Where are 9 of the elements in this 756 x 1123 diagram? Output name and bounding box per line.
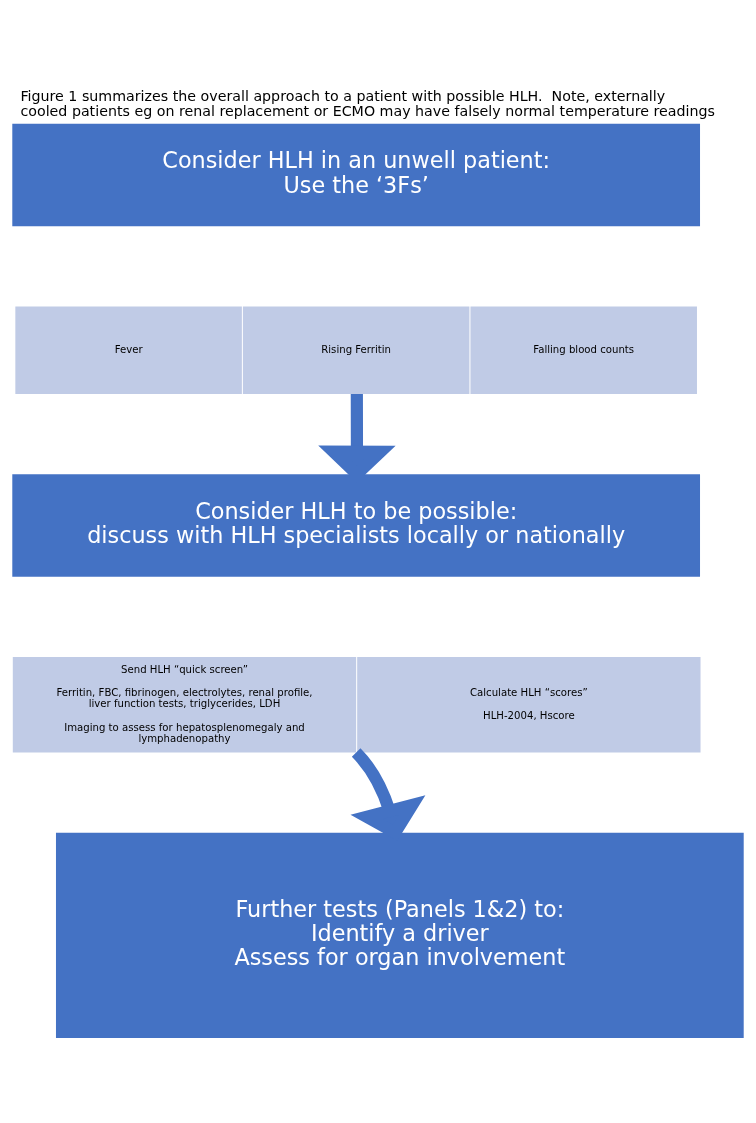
caption: Figure 1 summarizes the overall approach to a patient with possible HLH. Note, externally cooled patients eg on renal replacement or ECMO may have falsely normal temperature readings xyxy=(20,87,715,119)
node-box: Consider HLH in an unwell patient: Use the ‘3Fs’ xyxy=(12,123,701,227)
node-box: Falling blood counts xyxy=(470,306,697,394)
node-box: Calculate HLH “scores” HLH-2004, Hscore xyxy=(357,657,701,753)
node-box: Consider HLH to be possible: discuss with HLH specialists locally or nationally xyxy=(12,474,701,577)
node-box: Fever xyxy=(15,306,242,394)
node-box: Send HLH “quick screen” Ferritin, FBC, fibrinogen, electrolytes, renal profile, liver function tests, triglycerides, LDH Imaging to assess for hepatosplenomegaly and lymphadenopathy xyxy=(12,657,357,753)
node-box: Further tests (Panels 1&2) to: Identify a driver Assess for organ involvement xyxy=(55,832,744,1038)
node-box: Rising Ferritin xyxy=(242,306,470,394)
